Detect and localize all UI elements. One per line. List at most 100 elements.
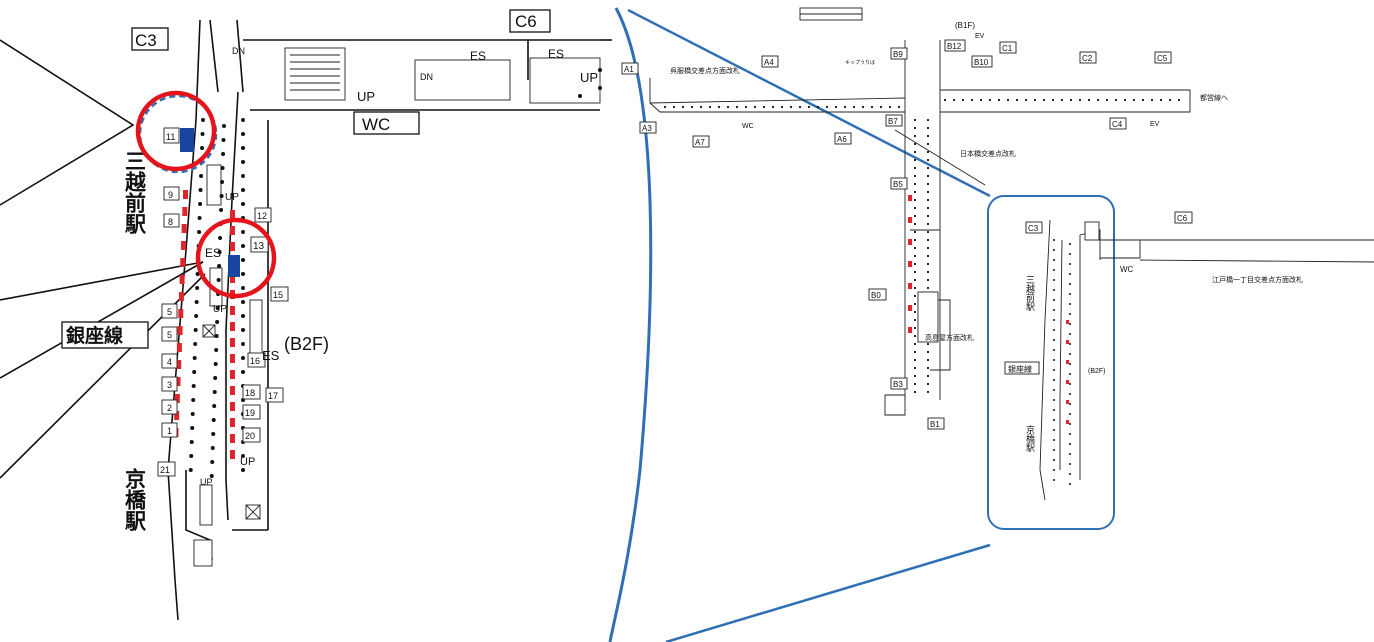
overview-dot xyxy=(771,105,775,109)
platform-dot xyxy=(215,306,220,310)
overview-dot xyxy=(926,182,930,186)
overview-dot xyxy=(913,254,917,258)
platform-dot xyxy=(219,208,224,212)
inset-dot xyxy=(1069,463,1071,465)
inset-dot xyxy=(1069,313,1071,315)
inset-dot xyxy=(1069,393,1071,395)
door-marker-left xyxy=(182,207,188,216)
inset-dot xyxy=(1069,283,1071,285)
platform-number-21: 21 xyxy=(160,465,170,475)
overview-exit-b0: B0 xyxy=(871,291,881,300)
inset-red-marker xyxy=(1066,320,1069,324)
overview-dot xyxy=(926,246,930,250)
overview-dot xyxy=(913,190,917,194)
inset-dot xyxy=(1069,253,1071,255)
overview-dot xyxy=(913,342,917,346)
wc-label: WC xyxy=(362,115,390,134)
door-marker-left xyxy=(174,394,180,403)
overview-dot xyxy=(926,206,930,210)
platform-dot xyxy=(188,468,193,472)
door-marker-left xyxy=(176,360,182,369)
overview-dot xyxy=(825,105,829,109)
platform-dot xyxy=(197,216,202,220)
platform-dot xyxy=(212,390,217,394)
overview-dot xyxy=(988,98,992,102)
inset-dot xyxy=(1053,469,1055,471)
overview-dot xyxy=(913,374,917,378)
overview-exit-b5: B5 xyxy=(893,180,903,189)
platform-dot xyxy=(241,328,245,332)
platform-dot xyxy=(211,418,216,422)
inset-red-marker xyxy=(1066,340,1069,344)
inset-dot xyxy=(1069,413,1071,415)
overview-dot xyxy=(1042,98,1046,102)
overview-dot xyxy=(913,198,917,202)
inset-dot xyxy=(1069,343,1071,345)
platform-dot xyxy=(189,454,194,458)
platform-dot xyxy=(210,460,215,464)
platform-dot xyxy=(190,412,195,416)
platform-dot xyxy=(195,286,200,290)
door-marker-right xyxy=(230,370,235,379)
platform-dot xyxy=(191,384,196,388)
overview-wc: WC xyxy=(742,123,754,130)
overview-dot xyxy=(744,105,748,109)
platform-number-2: 2 xyxy=(167,403,172,413)
exit-c6-label: C6 xyxy=(515,12,537,31)
overview-dot xyxy=(926,150,930,154)
overview-dot xyxy=(861,105,865,109)
stair-up-1 xyxy=(206,164,222,206)
platform-dot xyxy=(189,440,194,444)
inset-red-marker xyxy=(1066,380,1069,384)
inset-dot xyxy=(1053,279,1055,281)
overview-dot xyxy=(913,158,917,162)
overview-dot xyxy=(843,105,847,109)
overview-exit-a4: A4 xyxy=(764,58,774,67)
door-marker-right xyxy=(230,402,235,411)
overview-wc-block xyxy=(917,291,939,343)
platform-dot xyxy=(241,244,245,248)
overview-dot xyxy=(913,230,917,234)
platform-dot xyxy=(200,146,205,150)
inset-dot xyxy=(1069,333,1071,335)
stair-up-label: UP xyxy=(357,89,375,104)
overview-dot xyxy=(913,166,917,170)
inset-red-marker xyxy=(1066,360,1069,364)
overview-dot xyxy=(913,222,917,226)
platform-dot xyxy=(197,230,202,234)
exit-c3-badge xyxy=(131,27,169,51)
overview-dot xyxy=(913,358,917,362)
inset-dot xyxy=(1053,369,1055,371)
platform-dot xyxy=(241,174,245,178)
inset-dot xyxy=(1069,273,1071,275)
door-marker-left xyxy=(177,326,183,335)
platform-up-label-1: UP xyxy=(213,304,227,315)
overview-exit-a7: A7 xyxy=(695,138,705,147)
platform-dot xyxy=(222,124,226,128)
overview-dot xyxy=(897,105,901,109)
inset-dot xyxy=(1053,389,1055,391)
overview-dot xyxy=(663,105,667,109)
platform-number-20: 20 xyxy=(245,431,255,441)
inset-dot xyxy=(1053,349,1055,351)
overview-text-labels: (B1F) EV EV WC 呉服橋交差点方面改札 日本橋交差点改札 高島屋方面… xyxy=(670,21,1303,342)
overview-dots xyxy=(663,98,1181,394)
overview-dot xyxy=(789,105,793,109)
overview-dot xyxy=(913,318,917,322)
highlight-circle-exit-11[interactable] xyxy=(135,90,217,172)
overview-dot xyxy=(926,254,930,258)
overview-dot xyxy=(913,214,917,218)
door-marker-right xyxy=(230,306,235,315)
platform-dot xyxy=(210,446,215,450)
inset-dot xyxy=(1053,249,1055,251)
door-marker-right xyxy=(230,226,235,235)
inset-c3-badge xyxy=(1025,221,1043,234)
inset-dot xyxy=(1053,409,1055,411)
highlight-circle-exit-13[interactable] xyxy=(195,217,277,299)
platform-dot xyxy=(241,468,245,472)
platform-dot xyxy=(241,342,245,346)
platform-dot xyxy=(198,202,203,206)
overview-dot xyxy=(852,105,856,109)
door-marker-right xyxy=(230,450,235,459)
